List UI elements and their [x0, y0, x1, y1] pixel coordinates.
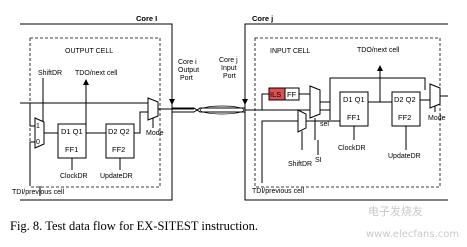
input-cell-title: INPUT CELL	[270, 48, 310, 55]
left-mux-in1-wire	[29, 103, 35, 127]
right-sel-label: sel	[320, 121, 329, 128]
watermark-text: 电子发烧友	[368, 205, 423, 218]
output-cell-title: OUTPUT CELL	[65, 48, 113, 55]
left-mux-0: 0	[36, 139, 40, 146]
left-shiftdr-label: ShiftDR	[38, 70, 62, 77]
right-ff2-top: D2 Q2	[394, 95, 416, 104]
core-i-label: Core I	[136, 14, 157, 23]
left-mux-1: 1	[36, 123, 40, 130]
watermark-url: www.elecfans.com	[366, 229, 460, 240]
figure-caption: Fig. 8. Test data flow for EX-SITEST ins…	[10, 219, 258, 233]
left-ff1-top: D1 Q1	[61, 127, 83, 136]
in-port-line2: Input	[221, 65, 237, 72]
right-tdo-label: TDO/next cell	[357, 47, 400, 54]
right-output-mux	[429, 83, 441, 109]
in-port-line3: Port	[223, 73, 236, 80]
core-j-label: Core j	[252, 14, 273, 23]
right-ff2-box	[391, 91, 421, 127]
left-output-mux	[147, 97, 159, 121]
figure-diagram: Core I Core j OUTPUT CELL INPUT CELL Shi…	[12, 14, 448, 201]
interconnect-wire-b	[172, 107, 245, 113]
right-si-label: SI	[315, 157, 322, 164]
left-ff2-bot: FF2	[112, 145, 125, 154]
right-shift-mux	[297, 109, 307, 133]
output-cell-box	[29, 37, 161, 188]
left-mode-label: Mode	[146, 130, 164, 137]
right-mode-label: Mode	[428, 115, 446, 122]
left-ff2-out	[134, 111, 148, 134]
right-ff2-bot: FF2	[398, 113, 411, 122]
input-cell-box	[254, 37, 441, 188]
right-tdi-label: TDI/previous cell	[252, 188, 305, 195]
left-updatedr-label: UpdateDR	[100, 173, 133, 180]
left-clockdr-label: ClockDR	[60, 173, 88, 180]
left-tdo-label: TDO/next cell	[75, 70, 118, 77]
in-port-line1: Core j	[219, 57, 238, 64]
interconnect-ellipse	[199, 105, 245, 115]
right-shiftdr-label: ShiftDR	[288, 161, 312, 168]
right-sel-out	[320, 101, 331, 120]
right-ils-in	[261, 93, 269, 110]
right-ff-label: FF	[287, 90, 297, 99]
right-ff1-top: D1 Q1	[343, 95, 365, 104]
right-bypass-wire	[329, 77, 426, 110]
out-port-line2: Output	[178, 67, 199, 74]
right-updatedr-label: UpdateDR	[388, 153, 421, 160]
left-input-mux	[34, 117, 45, 149]
right-ff1-bot: FF1	[347, 113, 360, 122]
left-ff1-bot: FF1	[65, 145, 78, 154]
out-port-line1: Core i	[178, 59, 197, 66]
left-tdi-label: TDI/previous cell	[12, 189, 65, 196]
left-ff2-top: D2 Q2	[108, 127, 130, 136]
right-clockdr-label: ClockDR	[338, 145, 366, 152]
right-tdi-wire	[261, 120, 298, 183]
left-mux-in0-wire	[29, 141, 41, 196]
right-sel-mux	[309, 85, 321, 119]
out-port-line3: Port	[180, 75, 193, 82]
right-ils-label: ILS	[270, 90, 281, 99]
left-ff2-box	[105, 123, 135, 159]
